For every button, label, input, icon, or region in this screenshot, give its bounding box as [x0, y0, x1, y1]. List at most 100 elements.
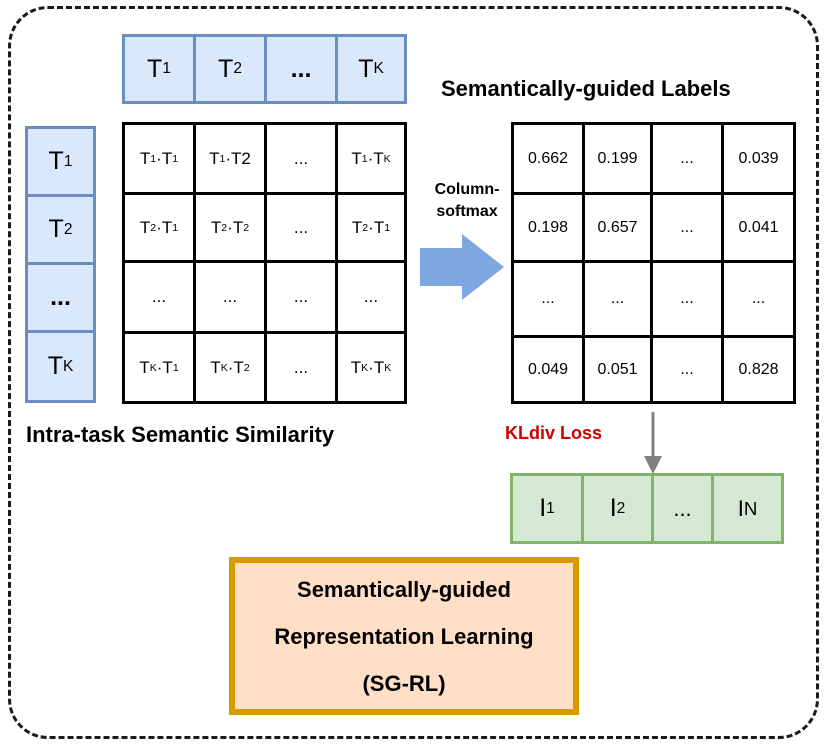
sim-right-sub: 1: [172, 221, 179, 234]
sim-cell: ...: [122, 260, 196, 334]
sim-right-sub: 2: [243, 361, 250, 374]
sim-right: T: [232, 217, 244, 237]
label-cell: 0.051: [582, 335, 653, 404]
top-token-ellipsis: ...: [264, 34, 338, 104]
module-line3: (SG-RL): [362, 670, 446, 696]
label-cell: ...: [650, 192, 724, 263]
token-sub: 2: [233, 60, 242, 77]
sim-right-sub: 1: [172, 152, 179, 165]
sim-left: T: [210, 217, 222, 237]
sim-left: T: [209, 148, 220, 168]
token-base: T: [218, 54, 234, 83]
module-line1: Semantically-guided: [297, 576, 511, 602]
softmax-arrow-icon: [420, 234, 504, 300]
sim-text: ...: [222, 287, 238, 306]
label-cell: 0.049: [511, 335, 585, 404]
token-base: T: [47, 352, 63, 380]
sim-left: T: [139, 357, 150, 377]
sim-right: T2: [231, 148, 251, 168]
label-cell: ...: [721, 260, 796, 338]
sim-left-sub: 2: [362, 221, 369, 234]
token-sub: N: [743, 497, 758, 519]
label-cell: ...: [650, 260, 724, 338]
sim-right: T: [373, 217, 385, 237]
module-line2: Representation Learning: [274, 623, 534, 649]
sim-text: ...: [293, 287, 309, 306]
sim-left: T: [351, 217, 363, 237]
token-base: T: [358, 54, 374, 83]
sim-cell: ...: [193, 260, 267, 334]
sim-right-sub: K: [384, 361, 392, 374]
label-cell: 0.828: [721, 335, 796, 404]
arrow-label: Column- softmax: [424, 179, 510, 223]
sim-right: T: [373, 357, 385, 377]
sim-left: T: [139, 148, 151, 168]
sim-right-sub: 2: [243, 221, 250, 234]
sim-left-sub: K: [220, 361, 228, 374]
sim-left: T: [350, 357, 362, 377]
label-cell: 0.198: [511, 192, 585, 263]
token-sub: K: [373, 60, 384, 77]
sim-text: ...: [363, 287, 379, 306]
label-cell: 0.657: [582, 192, 653, 263]
sim-right: T: [161, 148, 173, 168]
token-base: T: [147, 54, 163, 83]
sim-left-sub: 1: [361, 152, 368, 165]
sim-cell: ...: [264, 122, 338, 195]
sim-text: ...: [151, 287, 167, 306]
sim-text: ...: [293, 357, 309, 377]
sim-right-sub: 1: [172, 361, 179, 374]
image-token-ellipsis: ...: [651, 473, 714, 544]
token-sub: K: [62, 357, 74, 375]
sim-cell: ...: [335, 260, 407, 334]
token-base: I: [609, 494, 617, 522]
sim-left-sub: K: [361, 361, 369, 374]
labels-title: Semantically-guided Labels: [441, 76, 731, 101]
token-base: I: [737, 495, 744, 521]
label-cell: 0.041: [721, 192, 796, 263]
sim-right: T: [373, 148, 384, 168]
token-sub: 2: [616, 499, 626, 517]
token-base: ...: [673, 495, 692, 521]
sim-cell: ...: [264, 192, 338, 263]
loss-label: KLdiv Loss: [505, 423, 603, 443]
sim-right: T: [161, 217, 173, 237]
sim-left-sub: 2: [221, 221, 228, 234]
label-cell: 0.199: [582, 122, 653, 195]
sim-text: ...: [293, 217, 309, 237]
arrow-label-line2: softmax: [436, 203, 498, 220]
sim-left: T: [351, 148, 362, 168]
sim-text: ...: [293, 148, 309, 168]
dashed-frame: [8, 6, 819, 739]
sim-right: T: [233, 357, 244, 377]
sim-right: T: [162, 357, 173, 377]
token-sub: 1: [546, 499, 555, 517]
sim-left-sub: 1: [219, 152, 226, 165]
sim-cell: ...: [264, 260, 338, 334]
token-base: ...: [50, 283, 71, 311]
label-cell: ...: [650, 122, 724, 195]
token-base: T: [48, 215, 64, 243]
label-cell: 0.662: [511, 122, 585, 195]
label-cell: ...: [582, 260, 653, 338]
token-sub: 1: [162, 60, 171, 77]
label-cell: ...: [511, 260, 585, 338]
sim-right-sub: K: [383, 152, 391, 165]
left-token-ellipsis: ...: [25, 262, 96, 333]
